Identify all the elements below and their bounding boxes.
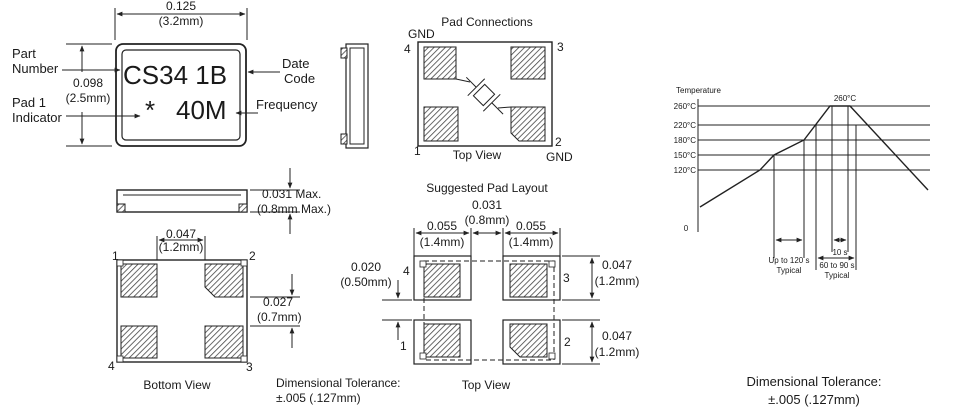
bottom-pad-height-mm: (0.7mm)	[257, 310, 302, 324]
height-mm-label: (2.5mm)	[66, 91, 111, 105]
gnd-bottom-label: GND	[546, 150, 573, 164]
package-top-view: 0.125 (3.2mm) CS34 1B * 40M 0.098 (2.5mm…	[12, 0, 318, 147]
bottom-pad-width-inch: 0.047	[166, 227, 196, 241]
reflow-t10-label: 10 s	[832, 248, 847, 257]
thickness-inch-label: 0.031 Max.	[262, 187, 321, 201]
reflow-t120-line2: Typical	[777, 266, 802, 275]
date-label-1: Date	[282, 56, 309, 71]
pad-2	[510, 106, 546, 142]
layout-pin2-label: 2	[564, 335, 571, 349]
reflow-label-220: 220°C	[674, 121, 697, 130]
pad-layout-view-label: Top View	[462, 378, 511, 392]
suggested-pad-layout: Suggested Pad Layout 0.031 (0.8mm) 0.055…	[340, 181, 639, 392]
date-label-2: Code	[284, 71, 315, 86]
pin2-label: 2	[555, 135, 562, 149]
bottom-pad-4	[120, 325, 158, 359]
frequency-text: 40M	[176, 95, 227, 125]
reflow-peak-label: 260°C	[834, 94, 857, 103]
reflow-t120-line1: Up to 120 s	[769, 256, 810, 265]
pad-4	[423, 46, 457, 80]
tolerance-line-2: ±.005 (.127mm)	[276, 391, 361, 405]
layout-pin3-label: 3	[563, 271, 570, 285]
part-number-text: CS34 1B	[123, 60, 227, 90]
side-gap-mm: (0.50mm)	[340, 275, 391, 289]
pad-1	[423, 106, 459, 142]
tolerance-line-1: Dimensional Tolerance:	[276, 376, 401, 390]
bottom-pin2-label: 2	[249, 249, 256, 263]
bottom-pad-2	[204, 263, 244, 298]
top-pad-height-mm: (1.2mm)	[595, 274, 640, 288]
pad-layout-title: Suggested Pad Layout	[426, 181, 548, 195]
reflow-y-title: Temperature	[676, 86, 721, 95]
bottom-pad-height-inch-layout: 0.047	[602, 329, 632, 343]
reflow-tolerance-2: ±.005 (.127mm)	[768, 392, 860, 407]
reflow-t60-line2: Typical	[825, 271, 850, 280]
layout-pin1-label: 1	[400, 339, 407, 353]
reflow-curve	[699, 105, 929, 208]
bottom-pin4-label: 4	[108, 359, 115, 373]
reflow-label-150: 150°C	[674, 151, 697, 160]
width-mm-label: (3.2mm)	[159, 14, 204, 28]
pad1-mark: *	[145, 95, 155, 125]
pad1-label-1: Pad 1	[12, 95, 46, 110]
package-body	[115, 43, 247, 147]
reflow-label-120: 120°C	[674, 166, 697, 175]
pin1-label: 1	[414, 144, 421, 158]
pad1-label-2: Indicator	[12, 110, 63, 125]
reflow-tolerance-1: Dimensional Tolerance:	[747, 374, 882, 389]
bottom-pad-height-inch: 0.027	[263, 295, 293, 309]
pin3-label: 3	[557, 40, 564, 54]
bottom-pad-3	[204, 325, 244, 359]
reflow-profile: Temperature 260°C 220°C 180°C 150°C 120°…	[674, 86, 930, 407]
side-gap-inch: 0.020	[351, 260, 381, 274]
bottom-pin1-label: 1	[112, 249, 119, 263]
bottom-pad-1	[120, 263, 158, 298]
pad-connections-title: Pad Connections	[441, 15, 532, 29]
top-pad-height-inch: 0.047	[602, 258, 632, 272]
bottom-pad-width-mm: (1.2mm)	[159, 240, 204, 254]
bottom-pin3-label: 3	[246, 360, 253, 374]
pad-gap-inch: 0.031	[472, 198, 502, 212]
reflow-t60-line1: 60 to 90 s	[819, 261, 854, 270]
pad-connections-view-label: Top View	[453, 148, 502, 162]
package-side-view: 0.031 Max. (0.8mm Max.)	[116, 168, 331, 234]
pin4-label: 4	[404, 42, 411, 56]
bottom-pad-height-mm-layout: (1.2mm)	[595, 345, 640, 359]
left-pad-mm: (1.4mm)	[420, 235, 465, 249]
frequency-label: Frequency	[256, 97, 318, 112]
package-side-profile	[340, 43, 369, 149]
reflow-label-260: 260°C	[674, 102, 697, 111]
part-label-2: Number	[12, 61, 59, 76]
reflow-label-0: 0	[684, 224, 689, 233]
bottom-view-label: Bottom View	[143, 378, 210, 392]
part-label-1: Part	[12, 46, 36, 61]
reflow-label-180: 180°C	[674, 136, 697, 145]
gnd-top-label: GND	[408, 27, 435, 41]
thickness-mm-label: (0.8mm Max.)	[257, 202, 331, 216]
height-inch-label: 0.098	[73, 76, 103, 90]
right-pad-inch: 0.055	[516, 219, 546, 233]
package-lid	[121, 49, 241, 141]
pad-3	[510, 46, 546, 80]
pad-gap-mm: (0.8mm)	[465, 213, 510, 227]
layout-pin4-label: 4	[403, 264, 410, 278]
pad-connections-view: Pad Connections GND 4 3 1 2 GND Top View	[404, 15, 573, 164]
right-pad-mm: (1.4mm)	[509, 235, 554, 249]
bottom-view: 0.047 (1.2mm) 1 2 3 4 0.027 (0.7mm) Bott…	[108, 227, 401, 405]
left-pad-inch: 0.055	[427, 219, 457, 233]
width-inch-label: 0.125	[166, 0, 196, 13]
